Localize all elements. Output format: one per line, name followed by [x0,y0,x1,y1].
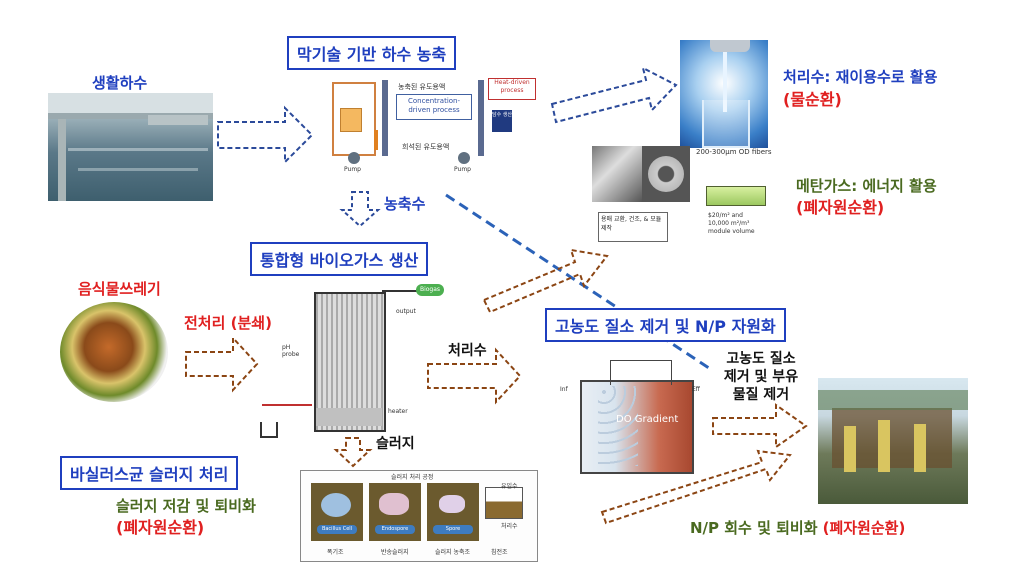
arrow-tank-to-np [712,403,808,449]
sewage-photo [48,93,213,201]
label-food-waste: 음식물쓰레기 [78,280,161,298]
fiber-module-icon [706,186,766,206]
label-removal-3: 물질 제거 [732,387,790,403]
arrow-tank-to-np-lower [600,449,792,525]
label-water-cycle: (물순환) [783,90,842,109]
label-removal-2: 제거 및 부유 [723,369,799,385]
label-np-recovery-line: N/P 회수 및 퇴비화 (폐자원순환) [690,517,905,538]
title-membrane: 막기술 기반 하수 농축 [287,36,457,70]
title-biogas: 통합형 바이오가스 생산 [250,242,429,276]
settling-tank [485,487,523,519]
label-sludge: 슬러지 [376,436,415,452]
membrane-concentrate-label: 농축된 유도용액 [398,83,446,91]
pump-label-2: Pump [454,166,471,173]
flow-arrow-icon [374,130,378,150]
tank-top-frame [610,360,672,385]
heat-driven-box: Heat-driven process [488,78,536,100]
arrow-concentrate-down [339,191,381,228]
label-treated-water: 처리수: 재이용수로 활용 [783,68,938,86]
membrane-right [478,80,484,156]
sludge-bottom-1: 폭기조 [327,549,344,556]
output-label: output [396,308,416,315]
label-removal-1: 고농도 질소 [726,351,796,367]
sludge-bottom-2: 반송슬러지 [381,549,409,556]
arrow-sludge-down [333,437,373,468]
ph-probe-label: pH probe [282,344,300,358]
title-nitrogen: 고농도 질소 제거 및 N/P 자원화 [545,308,786,342]
label-sludge-reduce: 슬러지 저감 및 퇴비화 [116,497,256,515]
feed-tank [340,108,362,132]
spore-label: Spore [433,525,473,534]
sludge-effluent-label: 처리수 [501,523,518,530]
cost-label-3: module volume [708,228,755,235]
concentration-process-box: Concentration-driven process [396,94,472,120]
tap-water-photo [680,40,768,148]
sludge-bottom-3: 슬러지 농축조 [435,549,471,556]
fiber-cross-section [642,146,690,202]
nitrogen-tank-diagram: DO Gradient Inf Eff [560,350,710,480]
tank-outlet-label: Eff [692,386,700,393]
gas-line [382,290,422,292]
fiber-sem-image [592,146,642,202]
biogas-label: Biogas [416,284,444,296]
sludge-bottom-4: 침전조 [491,549,508,556]
label-pretreatment: 전처리 (분쇄) [184,314,272,332]
arrow-membrane-to-water [550,66,678,124]
label-waste-cycle-3: (폐자원순환) [822,519,906,537]
food-waste-photo [60,302,168,402]
title-bacillus: 바실러스균 슬러지 처리 [60,456,239,490]
membrane-process-diagram: 농축된 유도용액 Concentration-driven process 희석… [318,78,546,182]
label-methane: 메탄가스: 에너지 활용 [796,177,937,195]
tank-inlet-label: Inf [560,386,568,393]
sludge-inflow-label: 유입수 [501,483,518,490]
cost-label-2: 10,000 m²/m³ [708,220,750,227]
endospore-label: Endospore [375,525,415,534]
biogas-reactor-diagram: Biogas output pH probe heater [256,284,452,440]
arrow-sewage-to-membrane [217,105,314,165]
membrane-diluted-label: 희석된 유도용액 [402,143,450,151]
pump-icon-2 [458,152,470,164]
reactor-bottom [316,408,382,426]
pump-label-1: Pump [344,166,361,173]
sludge-tank-2: Endospore [369,483,421,541]
pump-icon-1 [348,152,360,164]
feed-line [262,404,312,406]
hollow-fiber-diagram: 200-300μm OD fibers 용매 교환, 건조, & 모듈 제작 $… [588,140,784,256]
bubbles-icon [598,386,638,466]
membrane-left [382,80,388,156]
fiber-steps-box: 용매 교환, 건조, & 모듈 제작 [598,212,668,242]
label-sewage: 생활하수 [92,74,148,92]
sludge-tank-1: Bacillus Cell [311,483,363,541]
bacillus-cell-label: Bacillus Cell [317,525,357,534]
label-waste-cycle-1: (폐자원순환) [796,198,885,217]
label-removal: 고농도 질소 제거 및 부유 물질 제거 [712,350,810,404]
np-recovery-photo [818,378,968,504]
sludge-tank-3: Spore [427,483,479,541]
sludge-header: 슬러지 처리 공정 [391,474,434,481]
feed-vessel [260,422,278,438]
cost-label-1: $20/m² and [708,212,743,219]
do-gradient-label: DO Gradient [616,414,679,425]
heater-label: heater [388,408,408,415]
freshwater-box: 담수 생산 [492,110,512,132]
label-concentrate: 농축수 [384,195,426,213]
arrow-food-to-reactor [185,335,259,393]
label-np-recovery: N/P 회수 및 퇴비화 [690,519,818,537]
arrow-reactor-to-methane [482,248,609,314]
sludge-process-diagram: 슬러지 처리 공정 Bacillus Cell Endospore Spore … [300,470,538,562]
label-waste-cycle-2: (폐자원순환) [116,518,205,537]
label-treated-water-2: 처리수 [448,343,487,359]
od-fibers-label: 200-300μm OD fibers [696,148,772,156]
